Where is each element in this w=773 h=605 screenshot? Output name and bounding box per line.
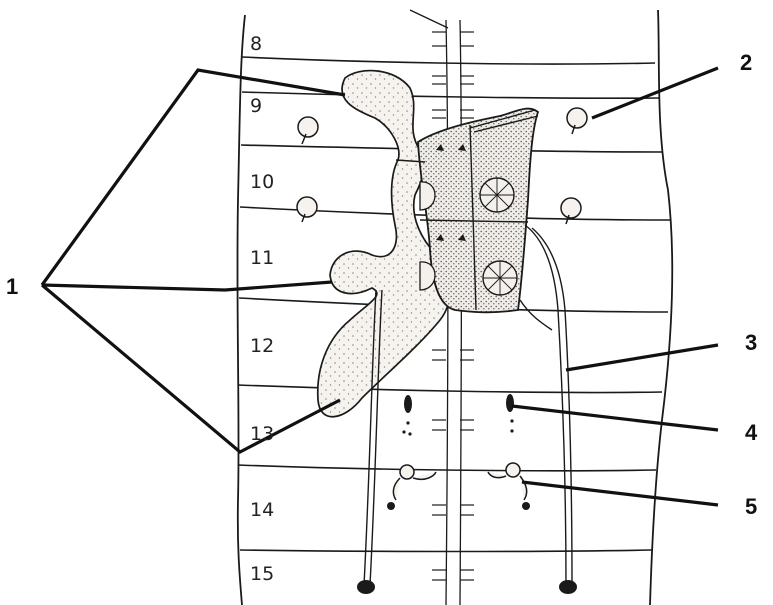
testis-sac <box>418 109 538 313</box>
segment-labels: 8 9 10 11 12 13 14 15 <box>250 33 274 585</box>
segment-number: 9 <box>250 95 262 117</box>
callout-label: 1 <box>6 274 18 299</box>
segment-number: 14 <box>250 499 274 521</box>
female-pore-icon <box>402 394 514 436</box>
segment-number: 12 <box>250 335 274 357</box>
seminal-funnel-icon <box>483 261 517 295</box>
callout-label: 2 <box>740 50 752 75</box>
oviduct-pore-icon <box>387 502 530 510</box>
male-pore-icon <box>357 580 577 594</box>
segment-number: 13 <box>250 423 274 445</box>
segment-number: 10 <box>250 171 274 193</box>
callout-label: 4 <box>745 420 758 445</box>
segment-number: 11 <box>250 247 274 269</box>
segment-number: 8 <box>250 33 262 55</box>
segment-number: 15 <box>250 563 274 585</box>
seminal-funnel-icon <box>480 178 514 212</box>
callout-label: 3 <box>745 330 757 355</box>
callout-label: 5 <box>745 494 757 519</box>
oviduct-icon <box>393 463 526 500</box>
